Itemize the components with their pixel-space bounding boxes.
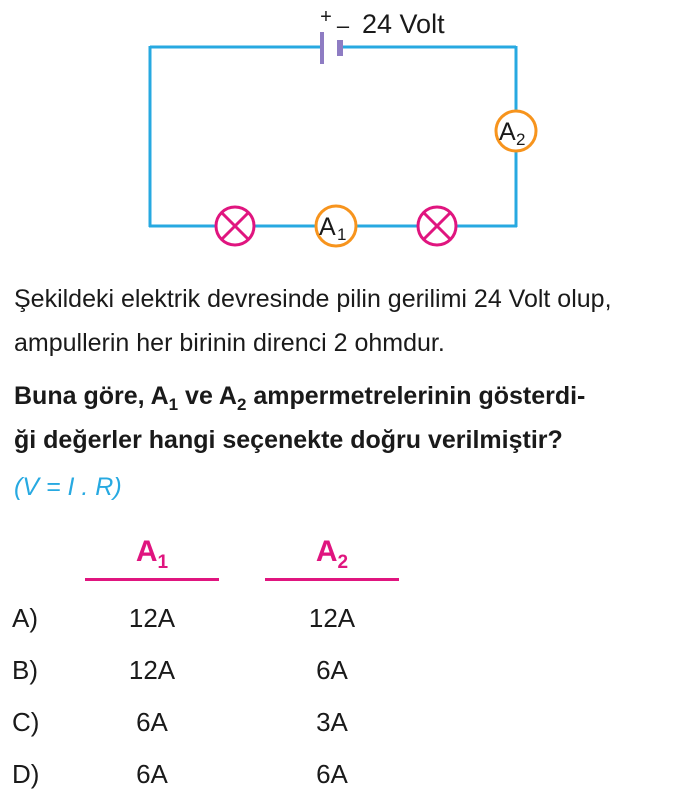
ammeter-a2-circle bbox=[494, 109, 538, 153]
option-c-a1-value: 6A bbox=[136, 707, 168, 737]
option-c-letter[interactable]: C) bbox=[12, 707, 40, 737]
question-line-2: ği değerler hangi seçenekte doğru verilm… bbox=[14, 426, 563, 454]
ammeter-a1-subscript: 1 bbox=[337, 225, 346, 244]
option-c-a2-value: 3A bbox=[316, 707, 348, 737]
circuit-diagram: + – 24 Volt A 1 A 2 bbox=[148, 6, 538, 248]
column-header-a2-letter: A bbox=[315, 535, 338, 568]
question-sub-1: 1 bbox=[168, 395, 179, 414]
question-line-1: Buna göre, A1 ve A2 ampermetrelerinin gö… bbox=[14, 374, 676, 418]
column-underline-a2 bbox=[265, 578, 399, 581]
question-sub-2: 2 bbox=[236, 395, 247, 414]
option-b-letter[interactable]: B) bbox=[12, 655, 38, 685]
option-a-a2-value: 12A bbox=[308, 603, 356, 633]
lamp-1-cross-b bbox=[220, 211, 250, 241]
option-a-a1-value: 12A bbox=[128, 603, 176, 633]
ammeter-a1-circle bbox=[314, 204, 358, 248]
ammeter-a2-subscript: 2 bbox=[516, 130, 525, 149]
battery-minus-sign: – bbox=[337, 13, 350, 38]
column-header-a2-sub: 2 bbox=[337, 552, 349, 573]
battery-short-plate bbox=[337, 40, 343, 56]
column-header-a1: A1 bbox=[85, 535, 219, 572]
lamp-1 bbox=[214, 205, 256, 247]
option-b-a1-value: 12A bbox=[128, 655, 176, 685]
battery-symbol: + – 24 Volt bbox=[320, 6, 445, 64]
formula-hint: (V = I . R) bbox=[14, 473, 122, 501]
option-d-a2-value: 6A bbox=[316, 759, 348, 789]
question-prefix: Buna göre, A bbox=[14, 382, 169, 410]
circuit-wires bbox=[148, 45, 518, 228]
column-underline-a1 bbox=[85, 578, 219, 581]
question-suffix: ampermetrelerinin gösterdi- bbox=[246, 382, 586, 410]
option-d-letter[interactable]: D) bbox=[12, 759, 40, 789]
option-a-letter[interactable]: A) bbox=[12, 603, 38, 633]
problem-statement: Şekildeki elektrik devresinde pilin geri… bbox=[14, 285, 612, 357]
option-d-a1-value: 6A bbox=[136, 759, 168, 789]
battery-voltage-label: 24 Volt bbox=[362, 9, 445, 39]
option-b-a2-value: 6A bbox=[316, 655, 348, 685]
ammeter-a1-letter: A bbox=[319, 213, 336, 241]
ammeter-a2: A 2 bbox=[494, 109, 538, 153]
lamp-2-cross-b bbox=[422, 211, 452, 241]
battery-long-plate bbox=[320, 32, 324, 64]
ammeter-a1: A 1 bbox=[314, 204, 358, 248]
column-header-a2: A2 bbox=[265, 535, 399, 572]
column-header-a1-letter: A bbox=[135, 535, 158, 568]
column-header-a1-sub: 1 bbox=[157, 552, 169, 573]
lamp-2 bbox=[416, 205, 458, 247]
ammeter-a2-letter: A bbox=[499, 118, 516, 146]
question-mid: ve A bbox=[178, 382, 237, 410]
battery-plus-sign: + bbox=[320, 6, 332, 28]
